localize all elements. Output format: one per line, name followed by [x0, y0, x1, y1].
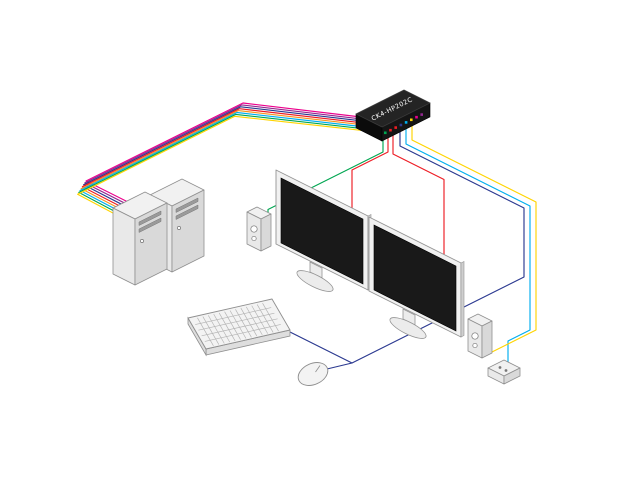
mouse: [297, 362, 329, 386]
remote-side: [503, 367, 521, 385]
kvm-port: [404, 121, 408, 124]
pc2-drive-bay: [175, 197, 199, 213]
pc2-drive-bay: [175, 204, 199, 220]
pc-cable-bundle: [77, 102, 362, 238]
pc1-drive-bay: [138, 217, 162, 233]
kvm-switch-ports: [384, 113, 423, 135]
kvm-port: [394, 126, 397, 129]
key-grid-line: [246, 306, 263, 336]
cable-keyboard-mouse: [289, 131, 525, 364]
bundle-wire-1: [85, 102, 362, 205]
keyboard-keys: [195, 303, 281, 346]
kvm-port: [384, 131, 387, 135]
speaker-right-driver: [471, 332, 479, 340]
kvm-switch: CK4-HP202C: [355, 89, 431, 142]
key-grid-line: [218, 312, 236, 342]
bundle-wire-2: [84, 104, 362, 210]
bundle-wire-5: [80, 110, 362, 224]
kvm-port: [415, 115, 418, 119]
monitor-1-stand-base: [296, 270, 334, 292]
key-grid-line: [262, 303, 279, 332]
kvm-port: [399, 123, 403, 127]
speaker-left: [246, 206, 272, 252]
key-grid-line: [229, 310, 247, 339]
pc1-power-button: [140, 239, 144, 243]
speaker-right: [467, 313, 493, 359]
cable-remote-control: [405, 128, 531, 365]
kvm-switch-top-face: [355, 89, 431, 128]
monitor-1: [275, 169, 372, 292]
remote-button: [504, 369, 508, 372]
pc1-drive-bay: [138, 210, 162, 226]
speaker-right-side: [481, 320, 493, 359]
speaker-left-side: [260, 213, 272, 252]
cable-monitor-2-video: [392, 134, 445, 263]
monitor-2: [368, 216, 465, 339]
key-grid-line: [204, 324, 281, 342]
cable-keyboard-mouse: [326, 362, 353, 370]
keyboard: [187, 298, 291, 357]
monitor-2-screen: [373, 224, 457, 332]
key-grid-line: [251, 305, 268, 334]
speaker-left-tweeter: [251, 235, 257, 242]
key-grid-line: [224, 311, 241, 340]
key-grid-line: [213, 313, 230, 343]
pc-tower-1: [112, 191, 168, 286]
key-grid-line: [208, 315, 225, 344]
key-grid-line: [256, 304, 274, 333]
monitor-2-edge: [460, 261, 465, 338]
pc1-left-side: [112, 207, 136, 286]
key-grid-line: [195, 307, 272, 325]
remote-button: [498, 366, 502, 369]
cable-monitor-1-video: [351, 137, 389, 213]
keyboard-top: [187, 298, 291, 350]
key-grid-line: [198, 312, 275, 331]
monitor-2-stand-base: [389, 317, 427, 339]
key-grid-line: [201, 318, 278, 337]
pc2-power-button: [177, 226, 181, 230]
key-grid-line: [235, 309, 252, 338]
remote-control: [487, 359, 521, 385]
cable-speaker-right: [411, 125, 537, 355]
kvm-port: [410, 118, 413, 122]
bundle-wire-4: [81, 108, 362, 219]
speaker-left-driver: [250, 225, 258, 233]
mouse-body: [297, 362, 329, 386]
kvm-port: [389, 128, 392, 132]
mouse-button-divider: [315, 365, 321, 373]
bundle-wire-3: [83, 106, 362, 215]
monitor-1-screen: [280, 177, 364, 285]
key-grid-line: [240, 307, 258, 337]
speaker-right-tweeter: [472, 342, 478, 349]
kvm-port: [420, 113, 423, 116]
key-grid-line: [197, 317, 214, 346]
key-grid-line: [202, 316, 220, 345]
